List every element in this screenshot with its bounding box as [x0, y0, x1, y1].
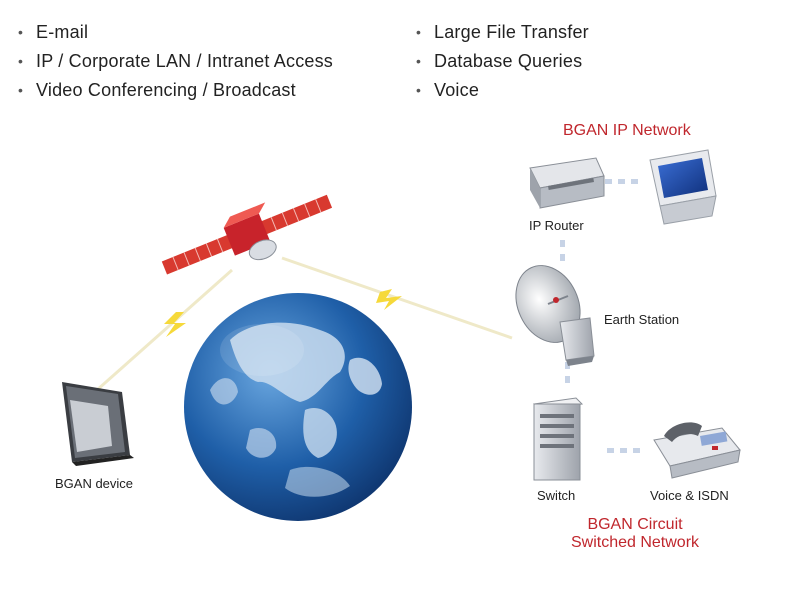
earth-station-icon: [515, 265, 595, 366]
service-item: Voice: [414, 76, 589, 105]
service-list-left: E-mail IP / Corporate LAN / Intranet Acc…: [16, 18, 333, 105]
satellite-beam-right: [281, 256, 513, 340]
service-item: Video Conferencing / Broadcast: [16, 76, 333, 105]
service-item: Large File Transfer: [414, 18, 589, 47]
service-list-right: Large File Transfer Database Queries Voi…: [414, 18, 589, 105]
ip-router-label: IP Router: [529, 218, 584, 233]
service-item: E-mail: [16, 18, 333, 47]
circuit-network-label-line2: Switched Network: [570, 534, 700, 551]
circuit-network-label: BGAN Circuit Switched Network: [540, 516, 730, 552]
voice-isdn-label: Voice & ISDN: [650, 488, 729, 503]
ip-network-label: BGAN IP Network: [563, 122, 691, 139]
ip-router-icon: [529, 157, 605, 209]
switch-icon: [532, 397, 584, 481]
satellite-icon: [161, 194, 333, 275]
bgan-device-label: BGAN device: [55, 476, 134, 491]
network-links: [560, 179, 640, 453]
satellite-beam-left: [96, 268, 233, 392]
service-item: IP / Corporate LAN / Intranet Access: [16, 47, 333, 76]
computer-icon: [649, 149, 717, 225]
earth-station-label: Earth Station: [604, 312, 680, 327]
switch-label: Switch: [537, 488, 576, 503]
service-item: Database Queries: [414, 47, 589, 76]
bgan-device-icon: [62, 382, 134, 466]
earth-globe: [184, 293, 412, 521]
circuit-network-label-line1: BGAN Circuit: [587, 516, 683, 533]
telephone-icon: [653, 422, 741, 479]
